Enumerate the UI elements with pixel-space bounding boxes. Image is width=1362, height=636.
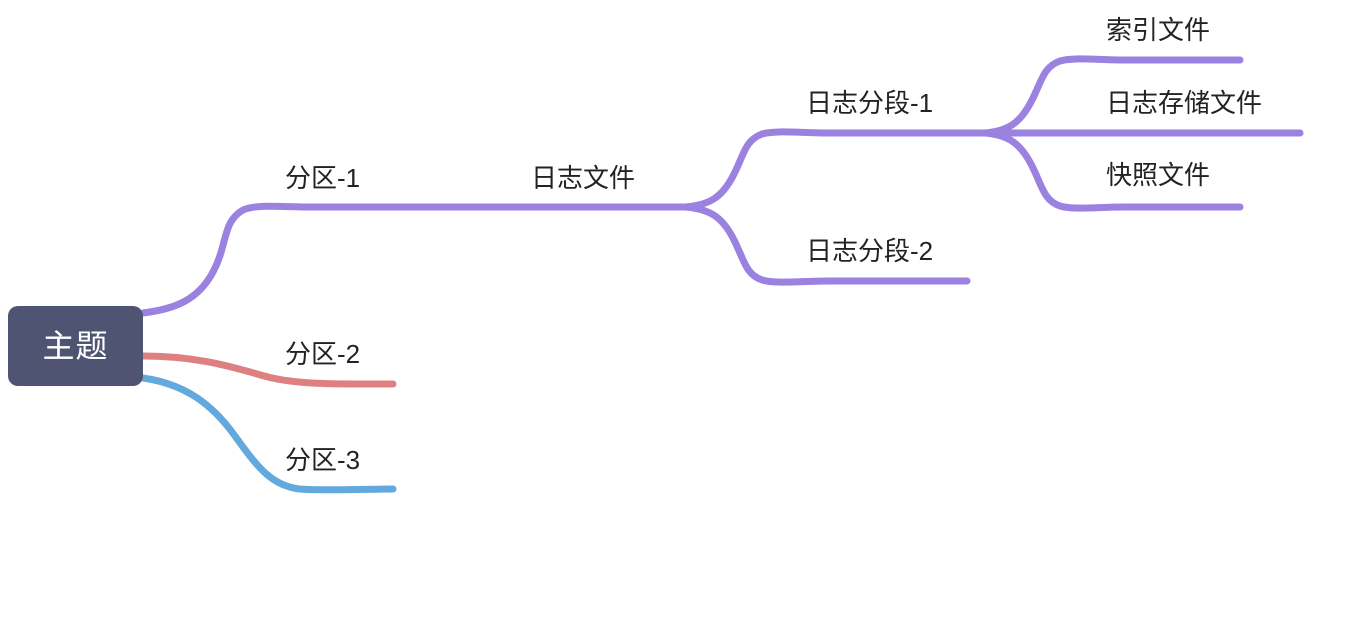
root-node-label: 主题 <box>42 328 109 364</box>
root-to-partition-1 <box>139 202 689 317</box>
node-log-segment-1[interactable]: 日志分段-1 <box>806 88 934 118</box>
log-file-to-segment-2 <box>681 203 971 286</box>
node-index-file[interactable]: 索引文件 <box>1106 15 1211 45</box>
segment-1-to-index-file <box>981 55 1244 137</box>
node-partition-2[interactable]: 分区-2 <box>285 339 361 369</box>
node-snapshot-file[interactable]: 快照文件 <box>1106 160 1211 190</box>
root-to-partition-2 <box>139 352 397 388</box>
node-log-file[interactable]: 日志文件 <box>531 163 636 193</box>
node-log-segment-2[interactable]: 日志分段-2 <box>806 236 934 266</box>
segment-1-to-snapshot-file <box>981 129 1244 212</box>
root-node[interactable]: 主题 <box>8 306 143 386</box>
node-partition-1[interactable]: 分区-1 <box>285 163 361 193</box>
node-partition-3[interactable]: 分区-3 <box>285 445 361 475</box>
root-to-partition-3 <box>139 374 397 494</box>
log-file-to-segment-1 <box>681 128 989 211</box>
node-log-storage-file[interactable]: 日志存储文件 <box>1106 88 1263 118</box>
